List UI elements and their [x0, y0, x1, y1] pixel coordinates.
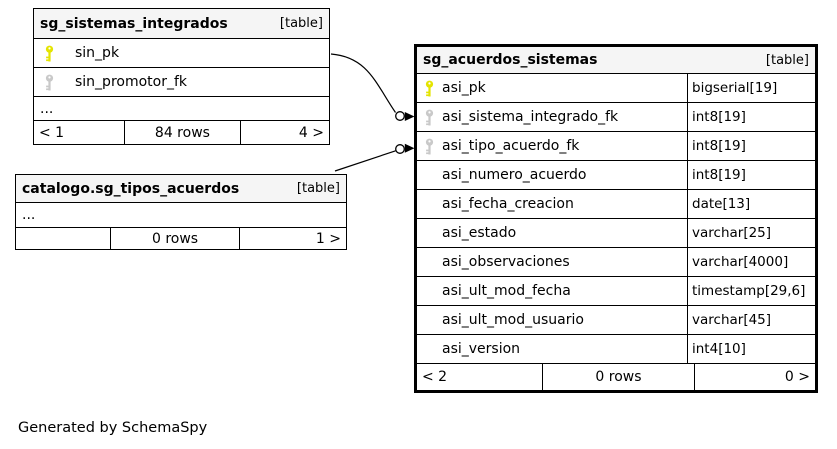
column-row: asi_ult_mod_fecha timestamp[29,6]: [417, 277, 815, 306]
column-type: date[13]: [687, 190, 815, 218]
pager-next: 4 >: [239, 121, 329, 144]
table-footer: < 1 84 rows 4 >: [34, 121, 329, 144]
column-row: asi_estado varchar[25]: [417, 219, 815, 248]
table-node-catalogo-sg_tipos_acuerdos[interactable]: catalogo.sg_tipos_acuerdos [table] ... 0…: [15, 174, 347, 250]
column-row: asi_fecha_creacion date[13]: [417, 190, 815, 219]
elided-columns-indicator: ...: [22, 207, 36, 223]
relationship-sin_pk-to-asi_sistema_integrado_fk: [330, 53, 415, 121]
column-name: asi_numero_acuerdo: [442, 167, 587, 183]
elided-columns-indicator: ...: [40, 100, 54, 117]
column-type: varchar[4000]: [687, 248, 815, 276]
column-name: asi_tipo_acuerdo_fk: [442, 138, 580, 154]
column-row: asi_pk bigserial[19]: [417, 74, 815, 103]
pager-next: 1 >: [238, 228, 346, 249]
table-header[interactable]: sg_acuerdos_sistemas [table]: [417, 47, 815, 74]
column-row: asi_numero_acuerdo int8[19]: [417, 161, 815, 190]
arrowhead-icon: [404, 112, 415, 121]
table-title[interactable]: catalogo.sg_tipos_acuerdos: [22, 180, 240, 197]
column-row: ...: [34, 97, 329, 121]
pager-prev: [16, 228, 110, 249]
column-row: sin_pk: [34, 39, 329, 68]
pager-prev: < 2: [422, 369, 448, 385]
column-name: asi_ult_mod_fecha: [442, 283, 571, 299]
column-type: varchar[45]: [687, 306, 815, 334]
column-name: asi_estado: [442, 225, 517, 241]
column-row: asi_tipo_acuerdo_fk int8[19]: [417, 132, 815, 161]
pager-next: 0 >: [693, 364, 815, 390]
row-count: 84 rows: [124, 121, 239, 144]
table-footer: < 2 0 rows 0 >: [417, 364, 815, 390]
column-row: asi_ult_mod_usuario varchar[45]: [417, 306, 815, 335]
table-badge: [table]: [279, 16, 323, 31]
column-type: timestamp[29,6]: [687, 277, 815, 305]
column-row: ...: [16, 203, 346, 228]
column-row: asi_version int4[10]: [417, 335, 815, 364]
table-footer: 0 rows 1 >: [16, 228, 346, 249]
row-count: 0 rows: [542, 364, 693, 390]
column-name: asi_version: [442, 341, 521, 357]
column-row: sin_promotor_fk: [34, 68, 329, 97]
zero-or-one-circle: [395, 111, 405, 121]
column-type: int8[19]: [687, 132, 815, 160]
row-count: 0 rows: [110, 228, 238, 249]
table-node-sg_acuerdos_sistemas[interactable]: sg_acuerdos_sistemas [table] asi_pk bigse…: [414, 44, 818, 393]
column-type: bigserial[19]: [687, 74, 815, 102]
pager-prev: < 1: [39, 124, 65, 141]
column-type: int8[19]: [687, 161, 815, 189]
primary-key-icon: [423, 80, 442, 97]
table-header[interactable]: catalogo.sg_tipos_acuerdos [table]: [16, 175, 346, 203]
table-title[interactable]: sg_acuerdos_sistemas: [423, 52, 598, 68]
foreign-key-icon: [40, 74, 75, 91]
column-row: asi_observaciones varchar[4000]: [417, 248, 815, 277]
arrowhead-icon: [404, 143, 415, 153]
table-title[interactable]: sg_sistemas_integrados: [40, 15, 228, 32]
column-name: asi_observaciones: [442, 254, 570, 270]
column-type: varchar[25]: [687, 219, 815, 247]
column-name: asi_pk: [442, 80, 486, 96]
column-type: int8[19]: [687, 103, 815, 131]
zero-or-one-circle: [395, 144, 405, 154]
foreign-key-icon: [423, 138, 442, 155]
column-type: int4[10]: [687, 335, 815, 363]
column-list: sin_pk sin_promotor_fk...: [34, 39, 329, 121]
column-name: asi_fecha_creacion: [442, 196, 574, 212]
table-header[interactable]: sg_sistemas_integrados [table]: [34, 9, 329, 39]
column-name: asi_ult_mod_usuario: [442, 312, 584, 328]
column-list: ...: [16, 203, 346, 228]
foreign-key-icon: [423, 109, 442, 126]
table-badge: [table]: [296, 181, 340, 196]
primary-key-icon: [40, 45, 75, 62]
column-row: asi_sistema_integrado_fk int8[19]: [417, 103, 815, 132]
column-name: asi_sistema_integrado_fk: [442, 109, 619, 125]
generated-by-label: Generated by SchemaSpy: [18, 420, 208, 436]
column-name: sin_promotor_fk: [75, 74, 188, 90]
relationship-tipos_acuerdos-to-asi_tipo_acuerdo_fk: [334, 143, 415, 172]
table-badge: [table]: [765, 52, 809, 68]
column-name: sin_pk: [75, 45, 120, 61]
